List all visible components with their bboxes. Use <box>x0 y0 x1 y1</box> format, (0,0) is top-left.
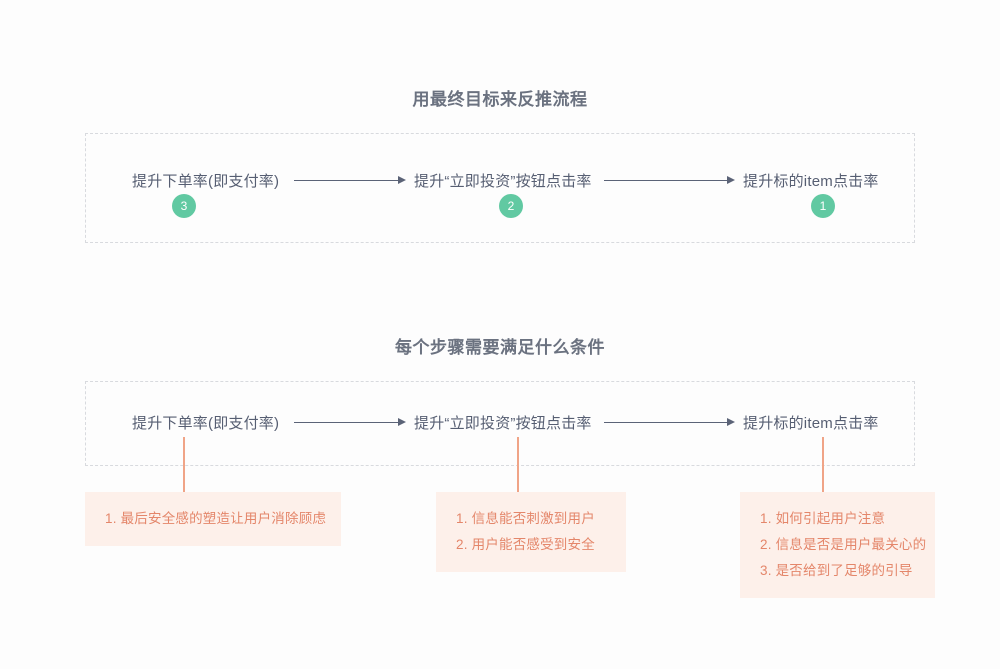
condition-item: 1. 如何引起用户注意 <box>760 511 886 526</box>
arrow-right-icon <box>604 417 735 427</box>
condition-box-left: 1. 最后安全感的塑造让用户消除顾虑 <box>85 492 341 546</box>
step-badge-2: 2 <box>499 194 523 218</box>
arrow-head <box>398 418 406 426</box>
arrow-shaft <box>604 179 728 181</box>
condition-item: 1. 最后安全感的塑造让用户消除顾虑 <box>105 511 327 526</box>
flow-node-label-payment-rate[interactable]: 提升下单率(即支付率) <box>132 173 280 190</box>
arrow-right-icon <box>604 175 735 185</box>
condition-item: 2. 用户能否感受到安全 <box>456 537 595 552</box>
flow-row-bottom: 提升下单率(即支付率) 提升“立即投资”按钮点击率 提升标的item点击率 <box>86 382 914 465</box>
arrow-shaft <box>604 421 728 423</box>
arrow-head <box>398 176 406 184</box>
connector-line-right <box>822 437 824 493</box>
condition-item: 3. 是否给到了足够的引导 <box>760 563 913 578</box>
arrow-head <box>727 176 735 184</box>
flow-node-label-payment-rate[interactable]: 提升下单率(即支付率) <box>132 415 280 432</box>
flow-container-top: 提升下单率(即支付率) 提升“立即投资”按钮点击率 提升标的item点击率 3 … <box>85 133 915 243</box>
step-badge-1: 1 <box>811 194 835 218</box>
flow-node-label-item-ctr[interactable]: 提升标的item点击率 <box>743 173 879 190</box>
connector-line-left <box>183 437 185 493</box>
condition-item: 1. 信息能否刺激到用户 <box>456 511 595 526</box>
flow-node-label-invest-button-ctr[interactable]: 提升“立即投资”按钮点击率 <box>414 415 592 432</box>
section-title-goal-reverse-flow: 用最终目标来反推流程 <box>412 90 588 109</box>
flow-row-top: 提升下单率(即支付率) 提升“立即投资”按钮点击率 提升标的item点击率 3 … <box>86 134 914 242</box>
arrow-shaft <box>294 179 399 181</box>
flow-container-bottom: 提升下单率(即支付率) 提升“立即投资”按钮点击率 提升标的item点击率 <box>85 381 915 466</box>
connector-line-middle <box>517 437 519 493</box>
condition-box-right: 1. 如何引起用户注意 2. 信息是否是用户最关心的 3. 是否给到了足够的引导 <box>740 492 935 598</box>
condition-item: 2. 信息是否是用户最关心的 <box>760 537 927 552</box>
arrow-head <box>727 418 735 426</box>
arrow-right-icon <box>294 417 406 427</box>
condition-box-middle: 1. 信息能否刺激到用户 2. 用户能否感受到安全 <box>436 492 626 572</box>
step-badge-3: 3 <box>172 194 196 218</box>
flow-node-label-item-ctr[interactable]: 提升标的item点击率 <box>743 415 879 432</box>
arrow-right-icon <box>294 175 406 185</box>
flow-node-label-invest-button-ctr[interactable]: 提升“立即投资”按钮点击率 <box>414 173 592 190</box>
arrow-shaft <box>294 421 399 423</box>
section-title-step-conditions: 每个步骤需要满足什么条件 <box>395 338 605 357</box>
